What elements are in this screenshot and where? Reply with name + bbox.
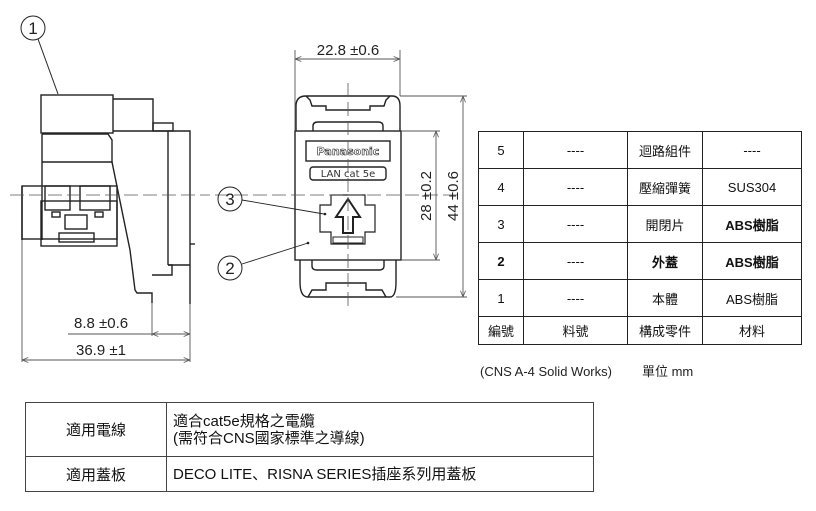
spec-row: 適用電線 適合cat5e規格之電纜 (需符合CNS國家標準之導線) bbox=[25, 402, 594, 457]
component-cell: 壓縮彈簧 bbox=[627, 168, 703, 206]
dim-depth-total: 36.9 ±1 bbox=[76, 342, 126, 359]
part-no-cell: 5 bbox=[478, 131, 524, 169]
header-part-no: 料號 bbox=[523, 316, 628, 345]
part-no-cell: 4 bbox=[478, 168, 524, 206]
callout-1: 1 bbox=[20, 15, 59, 95]
spec-key: 適用蓋板 bbox=[25, 456, 167, 492]
side-dimensions bbox=[21, 240, 191, 362]
brand-label: Panasonic bbox=[317, 145, 380, 158]
standard-note: (CNS A-4 Solid Works) bbox=[480, 364, 612, 379]
table-row: 1 ---- 本體 ABS樹脂 bbox=[478, 279, 802, 317]
callout-2: 2 bbox=[217, 241, 310, 281]
table-row: 5 ---- 迴路組件 ---- bbox=[478, 131, 802, 169]
material-cell: SUS304 bbox=[702, 168, 802, 206]
header-component: 構成零件 bbox=[627, 316, 703, 345]
drawing-note: (CNS A-4 Solid Works) 單位 mm bbox=[480, 361, 693, 380]
material-cell: ABS樹脂 bbox=[702, 205, 802, 243]
dim-width: 22.8 ±0.6 bbox=[317, 42, 379, 59]
dim-height-inner: 28 ±0.2 bbox=[418, 171, 435, 221]
material-cell: ABS樹脂 bbox=[702, 242, 802, 280]
material-cell: ---- bbox=[702, 131, 802, 169]
spec-value: DECO LITE、RISNA SERIES插座系列用蓋板 bbox=[166, 456, 594, 492]
header-material: 材料 bbox=[702, 316, 802, 345]
header-no: 編號 bbox=[478, 316, 524, 345]
spec-value-line: (需符合CNS國家標準之導線) bbox=[173, 429, 365, 447]
table-row: 2 ---- 外蓋 ABS樹脂 bbox=[478, 242, 802, 280]
unit-note: 單位 mm bbox=[641, 364, 694, 379]
part-no-cell: 1 bbox=[478, 279, 524, 317]
model-label: LAN cat 5e bbox=[321, 169, 376, 180]
callout-3: 3 bbox=[217, 186, 327, 216]
component-cell: 迴路組件 bbox=[627, 131, 703, 169]
table-row: 4 ---- 壓縮彈簧 SUS304 bbox=[478, 168, 802, 206]
table-header-row: 編號 料號 構成零件 材料 bbox=[478, 316, 802, 345]
part-code-cell: ---- bbox=[523, 242, 628, 280]
spec-key: 適用電線 bbox=[25, 402, 167, 457]
svg-text:1: 1 bbox=[28, 19, 37, 38]
component-cell: 開閉片 bbox=[627, 205, 703, 243]
part-code-cell: ---- bbox=[523, 168, 628, 206]
spec-value-line: 適合cat5e規格之電纜 bbox=[173, 412, 315, 430]
table-row: 3 ---- 開閉片 ABS樹脂 bbox=[478, 205, 802, 243]
material-cell: ABS樹脂 bbox=[702, 279, 802, 317]
part-code-cell: ---- bbox=[523, 205, 628, 243]
component-cell: 外蓋 bbox=[627, 242, 703, 280]
svg-text:2: 2 bbox=[225, 259, 234, 278]
component-cell: 本體 bbox=[627, 279, 703, 317]
part-no-cell: 3 bbox=[478, 205, 524, 243]
parts-table: 5 ---- 迴路組件 ---- 4 ---- 壓縮彈簧 SUS304 3 --… bbox=[478, 131, 802, 345]
front-view bbox=[215, 83, 460, 310]
dim-height-total: 44 ±0.6 bbox=[445, 171, 462, 221]
part-code-cell: ---- bbox=[523, 279, 628, 317]
dim-depth-front: 8.8 ±0.6 bbox=[74, 315, 128, 332]
spec-table: 適用電線 適合cat5e規格之電纜 (需符合CNS國家標準之導線) 適用蓋板 D… bbox=[25, 402, 594, 492]
svg-text:3: 3 bbox=[225, 190, 234, 209]
front-dimensions bbox=[294, 50, 467, 298]
side-view: 1 bbox=[10, 15, 210, 304]
spec-row: 適用蓋板 DECO LITE、RISNA SERIES插座系列用蓋板 bbox=[25, 456, 594, 492]
spec-value: 適合cat5e規格之電纜 (需符合CNS國家標準之導線) bbox=[166, 402, 594, 457]
part-code-cell: ---- bbox=[523, 131, 628, 169]
part-no-cell: 2 bbox=[478, 242, 524, 280]
